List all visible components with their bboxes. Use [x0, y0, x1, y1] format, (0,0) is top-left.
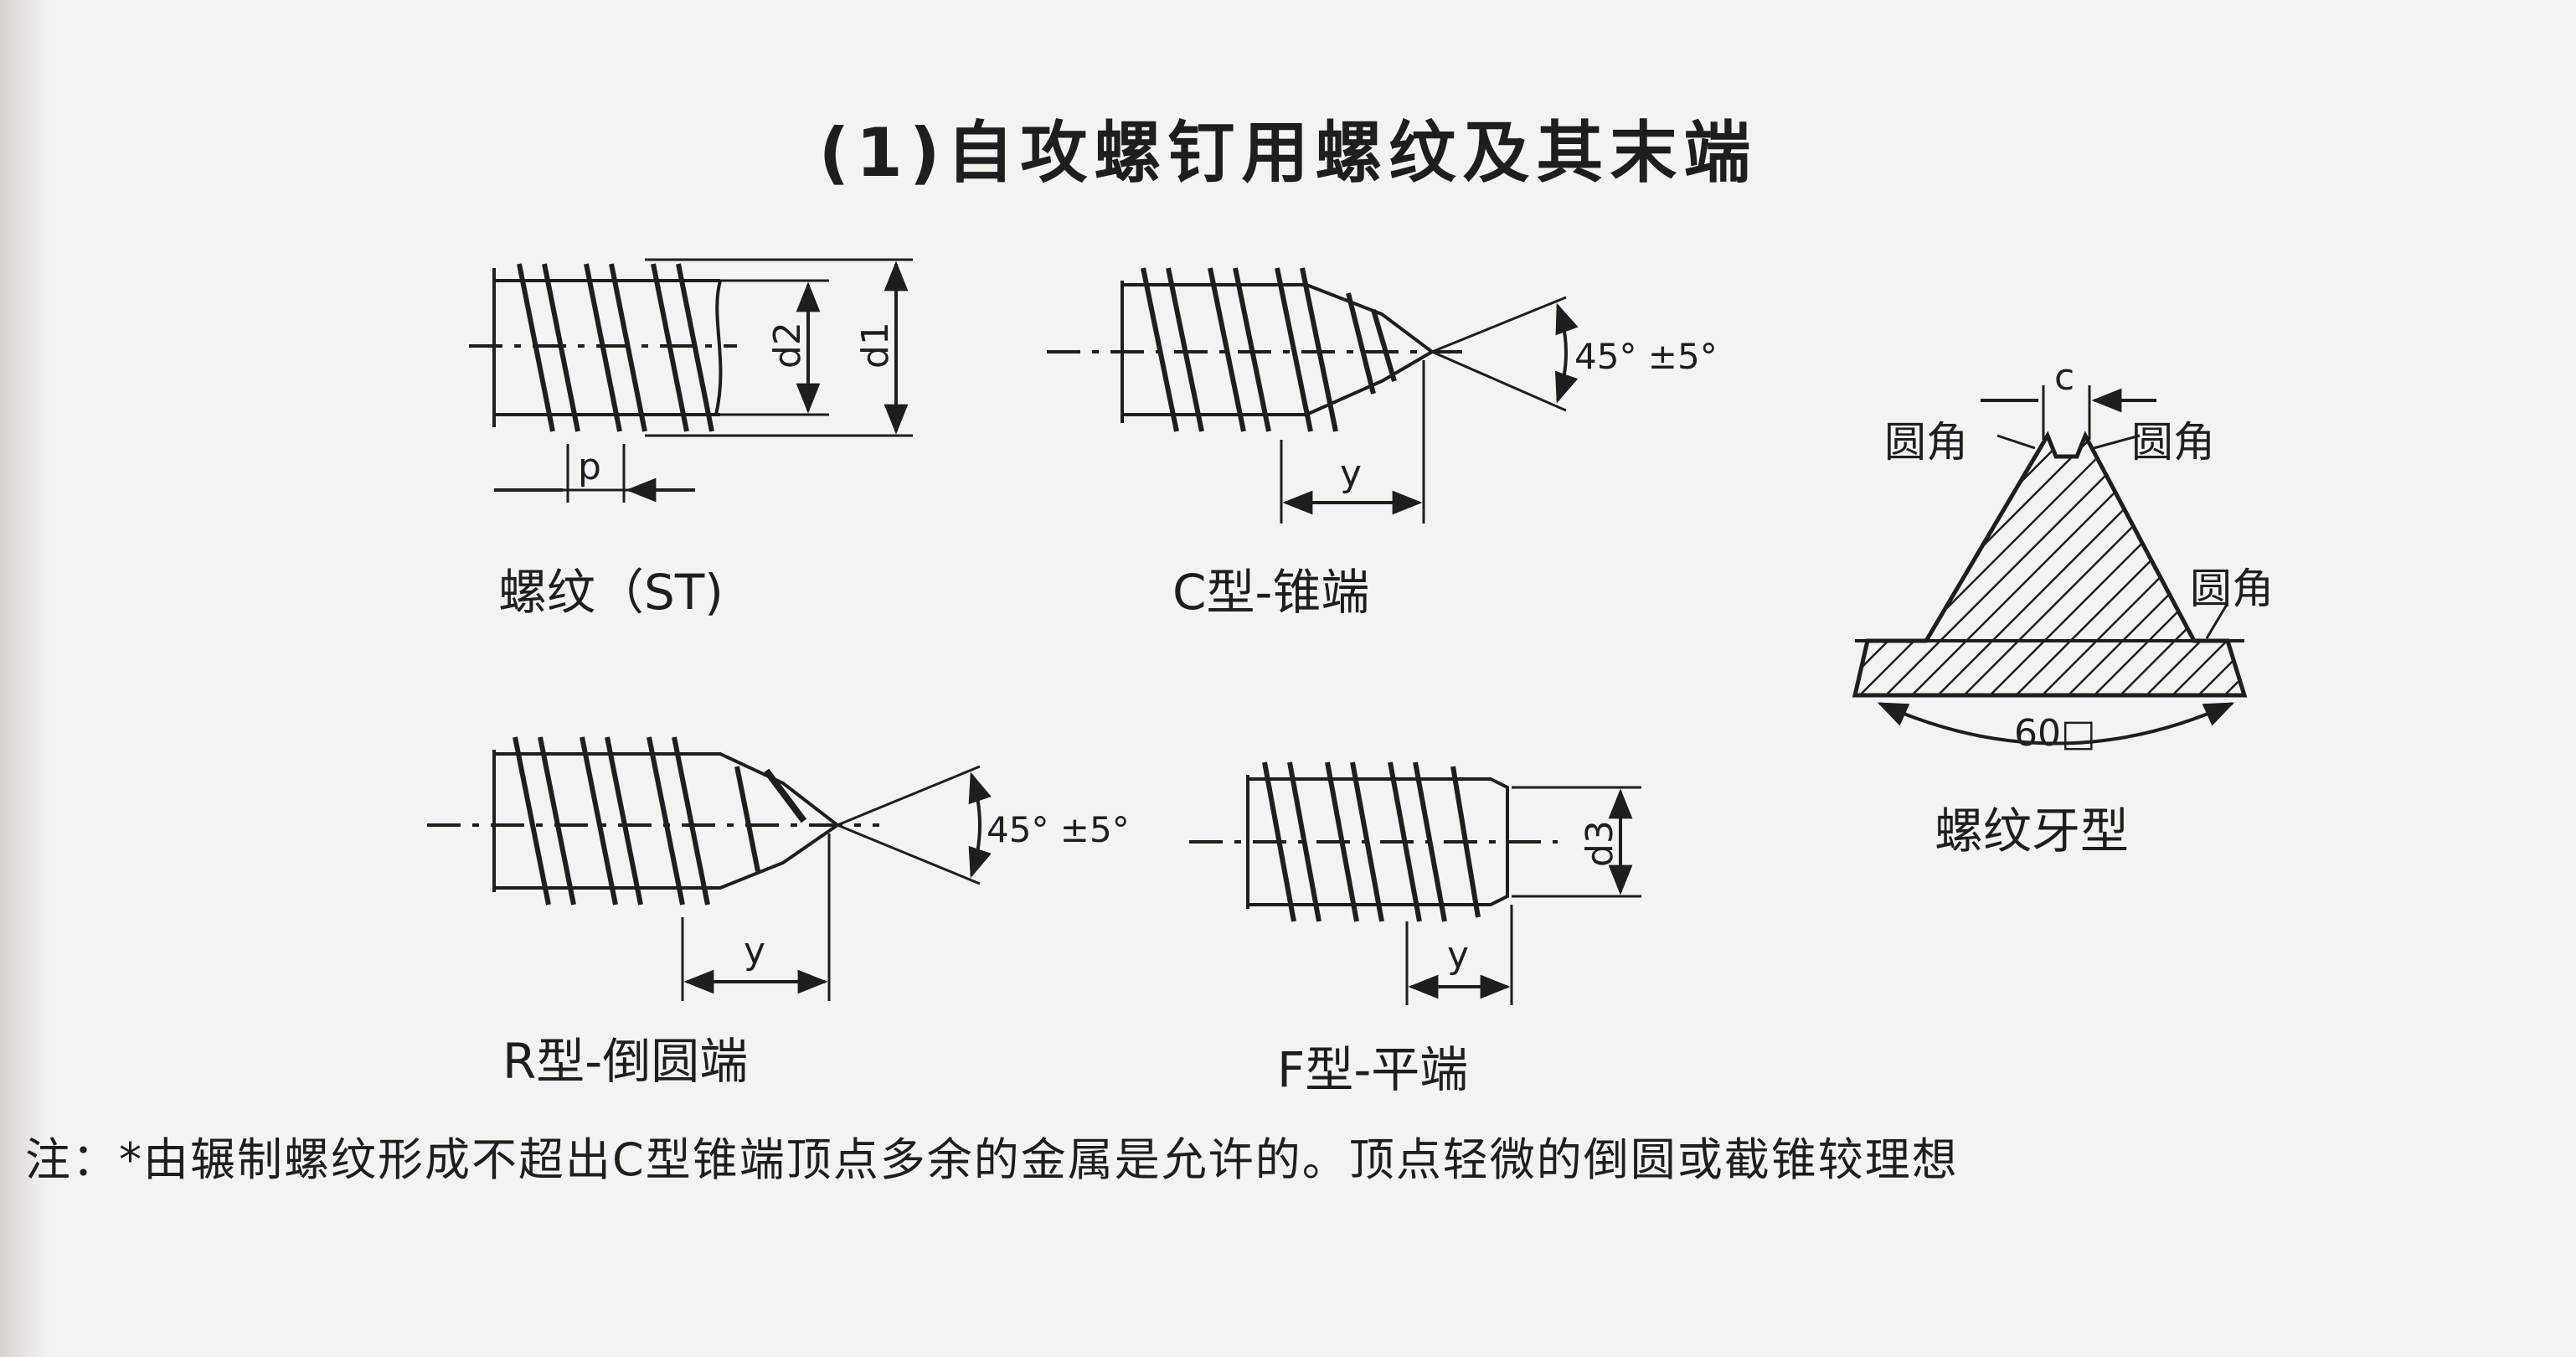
right-round-leader	[2093, 434, 2141, 450]
type-c-length-label: y	[1340, 452, 1362, 495]
type-f-length-label: y	[1447, 934, 1469, 977]
type-r-caption: R型-倒圆端	[502, 1033, 749, 1090]
type-r-length-label: y	[744, 930, 765, 973]
type-r-figure	[427, 736, 992, 1001]
type-c-angle-rays	[1431, 296, 1567, 412]
page-edge-shadow	[0, 0, 50, 1357]
root-round-leader	[2205, 602, 2229, 639]
thread-st-caption: 螺纹（ST)	[498, 564, 724, 621]
type-c-angle-arc	[1554, 302, 1579, 404]
type-r-angle-arc	[968, 771, 992, 879]
profile-angle-label: 60□	[2014, 712, 2096, 755]
type-c-figure	[1047, 267, 1579, 524]
type-c-caption: C型-锥端	[1172, 564, 1370, 621]
thread-tooth-section	[1852, 431, 2248, 698]
thread-st-figure	[469, 258, 913, 503]
d2-label: d2	[766, 322, 809, 369]
type-f-length-extension-lines	[1405, 905, 1513, 1005]
profile-angle-arc	[1877, 702, 2235, 746]
type-r-angle-rays	[837, 765, 981, 885]
type-c-ridges	[1141, 267, 1397, 432]
type-f-caption: F型-平端	[1277, 1041, 1469, 1098]
thread-st-extension-lines	[645, 258, 913, 437]
crest-label: c	[2054, 356, 2074, 399]
type-r-rounded-tip-mark	[763, 768, 807, 823]
footnote: 注：*由辗制螺纹形成不超出C型锥端顶点多余的金属是允许的。顶点轻微的倒圆或截锥较…	[25, 1133, 1959, 1186]
root-round-label: 圆角	[2190, 565, 2274, 613]
page-title: (1)自攻螺钉用螺纹及其末端	[818, 114, 1758, 192]
d3-label: d3	[1579, 820, 1621, 867]
type-f-figure	[1189, 761, 1641, 1005]
left-round-leader	[1996, 434, 2036, 450]
thread-st-right-break	[714, 280, 723, 415]
left-round-label: 圆角	[1884, 418, 1968, 467]
d1-label: d1	[854, 322, 897, 369]
pitch-label: p	[578, 446, 601, 488]
type-r-ridges	[513, 736, 760, 906]
type-c-extension-lines	[1280, 360, 1425, 524]
thread-profile-figure	[1852, 385, 2248, 746]
type-c-angle-label: 45° ±5°	[1574, 336, 1718, 377]
right-round-label: 圆角	[2131, 418, 2215, 467]
type-r-angle-label: 45° ±5°	[987, 809, 1130, 850]
type-r-extension-lines	[681, 833, 831, 1001]
thread-profile-caption: 螺纹牙型	[1935, 802, 2130, 859]
type-f-extension-lines	[1512, 786, 1641, 898]
